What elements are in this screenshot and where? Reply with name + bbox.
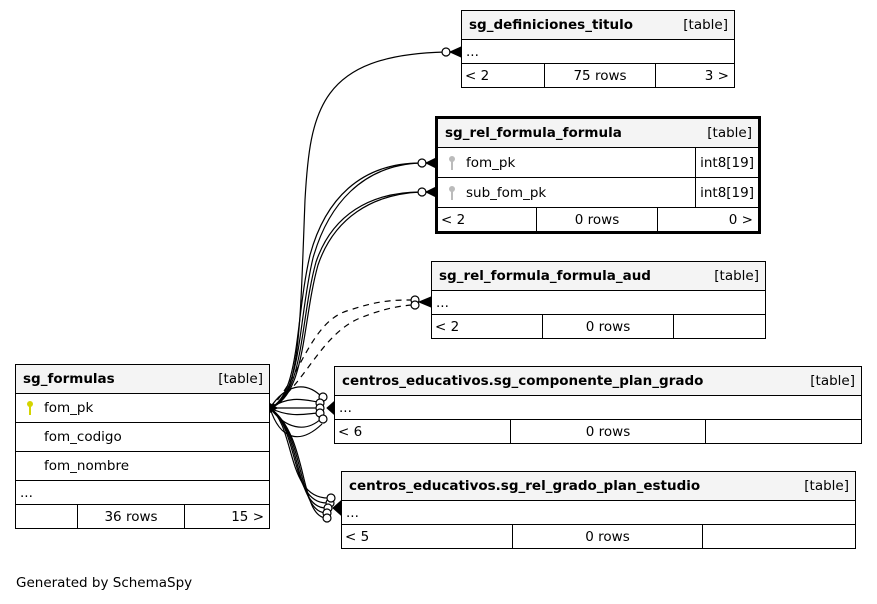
table-kind: [table] (683, 17, 728, 33)
table-footer: < 2 75 rows 3 > (462, 64, 734, 87)
column-name: fom_pk (466, 154, 516, 171)
table-sg-rel-formula-formula[interactable]: sg_rel_formula_formula [table] fom_pk in… (435, 116, 761, 234)
table-footer: < 2 0 rows 0 > (438, 208, 758, 231)
row-count: 75 rows (544, 64, 656, 87)
row-count: 0 rows (542, 315, 674, 338)
column-type: int8[19] (695, 148, 758, 177)
table-name[interactable]: sg_formulas (23, 371, 115, 387)
table-header: sg_formulas [table] (16, 365, 269, 394)
column-row: fom_codigo (16, 423, 269, 452)
children-count[interactable]: 3 > (704, 67, 729, 84)
table-footer: 36 rows 15 > (16, 505, 269, 528)
parents-count[interactable]: < 2 (465, 67, 490, 84)
edge-to-componente-1 (269, 386, 323, 409)
table-name[interactable]: centros_educativos.sg_componente_plan_gr… (342, 373, 704, 389)
table-sg-rel-grado-plan-estudio[interactable]: centros_educativos.sg_rel_grado_plan_est… (341, 471, 856, 549)
table-kind: [table] (810, 373, 855, 389)
table-footer: < 5 0 rows (342, 525, 855, 548)
edge-formulas-to-rel-formula-sub-fom-pk-2 (269, 191, 422, 409)
more-columns: ... (462, 40, 734, 64)
column-name: fom_nombre (44, 458, 130, 474)
table-header: sg_rel_formula_formula [table] (438, 119, 758, 148)
foreign-key-icon (444, 155, 460, 171)
edge-formulas-to-rel-formula-fom-pk (269, 162, 422, 409)
more-columns: ... (16, 481, 269, 505)
table-footer: < 6 0 rows (335, 420, 861, 443)
edge-to-componente-2 (269, 398, 319, 409)
edge-to-grado-plan-4 (269, 407, 327, 519)
table-sg-componente-plan-grado[interactable]: centros_educativos.sg_componente_plan_gr… (334, 366, 862, 444)
edge-formulas-to-definiciones-titulo (269, 51, 446, 409)
edge-to-grado-plan-1 (269, 407, 329, 504)
column-name: fom_codigo (44, 429, 122, 445)
table-footer: < 2 0 rows (432, 315, 765, 338)
edge-to-componente-4 (269, 407, 319, 416)
parents-count[interactable]: < 6 (338, 423, 363, 440)
children-count[interactable]: 0 > (728, 211, 753, 228)
children-count[interactable] (703, 525, 855, 548)
more-columns: ... (432, 291, 765, 315)
more-columns: ... (335, 396, 861, 420)
row-count: 0 rows (510, 420, 706, 443)
column-name: fom_pk (44, 400, 94, 416)
column-row: sub_fom_pk int8[19] (438, 178, 758, 208)
parents-count[interactable]: < 2 (441, 211, 466, 228)
table-name[interactable]: sg_rel_formula_formula (445, 125, 622, 141)
table-header: centros_educativos.sg_componente_plan_gr… (335, 367, 861, 396)
table-name[interactable]: sg_definiciones_titulo (469, 17, 634, 33)
children-count[interactable] (674, 315, 765, 338)
table-header: sg_definiciones_titulo [table] (462, 11, 734, 40)
foreign-key-icon (444, 185, 460, 201)
row-count: 0 rows (536, 208, 658, 231)
more-columns: ... (342, 501, 855, 525)
column-type: int8[19] (695, 178, 758, 207)
edge-to-grado-plan-5 (269, 407, 331, 499)
table-sg-formulas[interactable]: sg_formulas [table] fom_pk fom_codigo fo… (15, 364, 270, 529)
table-kind: [table] (804, 478, 849, 494)
table-kind: [table] (218, 371, 263, 387)
table-name[interactable]: sg_rel_formula_formula_aud (439, 268, 651, 284)
parents-count[interactable]: < 5 (345, 528, 370, 545)
table-header: sg_rel_formula_formula_aud [table] (432, 262, 765, 291)
column-name: sub_fom_pk (466, 184, 547, 201)
children-count[interactable] (706, 420, 861, 443)
edge-to-componente-5 (269, 407, 323, 428)
edge-formulas-to-rel-formula-sub-fom-pk (269, 191, 422, 409)
column-row: fom_pk (16, 394, 269, 423)
table-name[interactable]: centros_educativos.sg_rel_grado_plan_est… (349, 478, 701, 494)
row-count: 36 rows (77, 505, 185, 528)
generated-by-label: Generated by SchemaSpy (16, 575, 193, 591)
table-kind: [table] (707, 125, 752, 141)
table-header: centros_educativos.sg_rel_grado_plan_est… (342, 472, 855, 501)
parents-count[interactable] (16, 505, 77, 528)
column-row: fom_nombre (16, 452, 269, 481)
row-count: 0 rows (512, 525, 703, 548)
table-sg-definiciones-titulo[interactable]: sg_definiciones_titulo [table] ... < 2 7… (461, 10, 735, 88)
primary-key-icon (22, 400, 38, 416)
edge-formulas-to-formula-aud-2 (269, 304, 413, 409)
children-count[interactable]: 15 > (231, 508, 264, 525)
parents-count[interactable]: < 2 (435, 318, 460, 335)
table-kind: [table] (714, 268, 759, 284)
column-row: fom_pk int8[19] (438, 148, 758, 178)
table-sg-rel-formula-formula-aud[interactable]: sg_rel_formula_formula_aud [table] ... <… (431, 261, 766, 339)
edge-to-grado-plan-3 (269, 407, 327, 514)
edge-to-componente-6 (269, 407, 323, 438)
